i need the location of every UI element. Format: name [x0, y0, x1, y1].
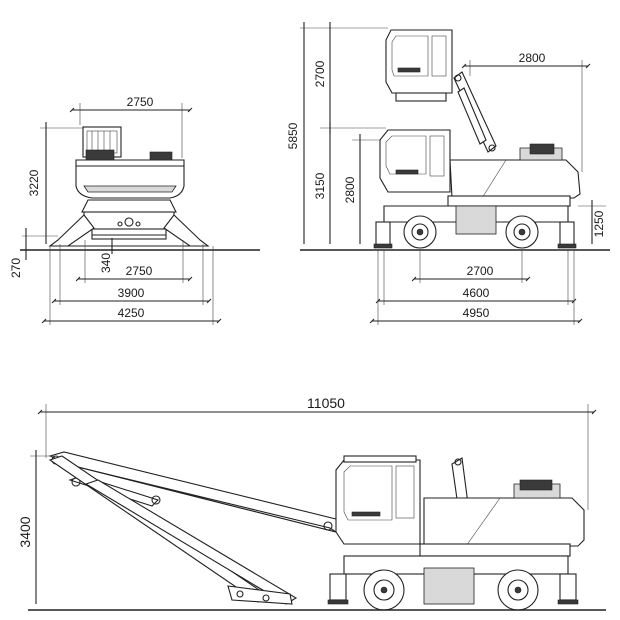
dim-transport-height: 3400 [17, 450, 54, 604]
transport-upper-body [419, 479, 585, 557]
dim-front-height: 3220 [27, 122, 84, 244]
dim-label: 2700 [313, 60, 327, 87]
transport-wheel-front [363, 569, 405, 611]
dim-front-total-width: 4250 [41, 246, 222, 325]
dim-label: 270 [9, 258, 23, 278]
side-upper-body [447, 143, 581, 207]
dim-side-chassis-height: 2800 [343, 134, 380, 244]
side-raised-cab [385, 29, 453, 102]
dim-label: 11050 [307, 395, 345, 411]
front-view: 2750 3220 270 340 2750 [9, 95, 260, 325]
dim-label: 2800 [343, 176, 357, 203]
dim-front-track-width: 2750 [75, 240, 193, 283]
front-undercarriage [81, 199, 177, 240]
dim-side-wheel-span: 4600 [375, 250, 577, 305]
dim-front-outrigger-height: 270 [9, 228, 58, 278]
dim-label: 4950 [463, 306, 490, 320]
front-upper-body [75, 126, 185, 199]
transport-view: 11050 3400 [17, 395, 606, 611]
side-lowered-cab [379, 129, 451, 193]
dim-label: 3220 [27, 169, 41, 196]
dim-label: 2800 [519, 51, 546, 65]
dim-side-lowered-cab: 3150 [313, 122, 331, 244]
dim-side-outrigger-span: 4950 [369, 250, 583, 325]
dim-side-raised-cab: 2700 [313, 22, 386, 134]
dim-label: 2700 [467, 264, 494, 278]
transport-wheel-rear [497, 569, 539, 611]
dim-label: 4250 [118, 306, 145, 320]
transport-undercarriage [327, 555, 579, 605]
side-lift-arm [453, 71, 497, 153]
dim-label: 1250 [592, 210, 606, 237]
side-wheel-rear [505, 215, 539, 249]
dim-label: 3400 [17, 516, 33, 547]
dim-front-outrigger-width: 3900 [51, 244, 212, 305]
dim-label: 5850 [286, 122, 300, 149]
dim-transport-total-length: 11050 [37, 395, 597, 510]
front-outriggers [48, 214, 210, 247]
dim-label: 3900 [118, 286, 145, 300]
dim-label: 4600 [463, 286, 490, 300]
dim-label: 3150 [313, 172, 327, 199]
dim-front-clearance: 340 [99, 238, 113, 273]
transport-boom [48, 451, 341, 533]
dim-side-tail-offset: 2800 [461, 51, 591, 172]
dim-front-top-width: 2750 [69, 95, 193, 158]
transport-stick [48, 455, 298, 605]
dim-label: 2750 [127, 95, 154, 109]
dim-side-wheelbase: 2700 [411, 250, 531, 283]
dim-label: 2750 [126, 264, 153, 278]
side-view: 5850 2700 3150 2800 2800 [286, 22, 610, 325]
side-wheel-front [403, 215, 437, 249]
dim-side-ground-clearance: 1250 [578, 200, 606, 244]
dim-side-total-height: 5850 [286, 22, 388, 244]
dim-label: 340 [99, 253, 113, 273]
transport-cab [335, 455, 421, 545]
